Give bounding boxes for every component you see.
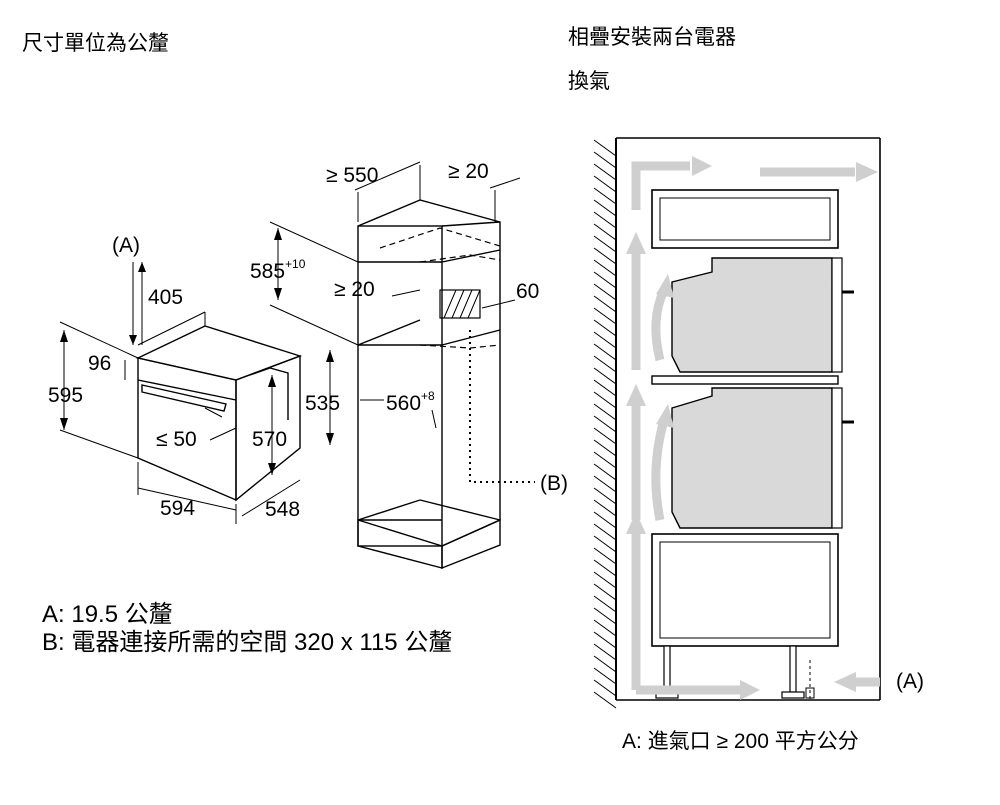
dim-ge-20-mid: ≥ 20	[334, 278, 375, 301]
base-cabinet	[651, 533, 839, 647]
vent-ref-a: (A)	[896, 670, 924, 693]
b-pointer	[469, 330, 535, 483]
middle-shelf	[651, 375, 839, 385]
dim-405: 405	[148, 286, 183, 309]
vent-footnote: A: 進氣口 ≥ 200 平方公分	[622, 730, 859, 753]
units-note: 尺寸單位為公釐	[22, 32, 169, 55]
cabinet-leg-right	[789, 645, 797, 693]
right-subtitle: 換氣	[568, 70, 610, 93]
dim-le-50: ≤ 50	[156, 428, 197, 451]
dim-585: 585+10	[250, 257, 306, 283]
cabinet-ref-b: (B)	[540, 472, 568, 495]
cabinet-plinth	[357, 519, 443, 569]
dim-ge-550: ≥ 550	[326, 164, 378, 187]
oven-side	[235, 354, 301, 502]
oven-ref-a: (A)	[112, 234, 140, 257]
legend-a: A: 19.5 公釐	[42, 601, 173, 628]
oven-handle-tab	[204, 407, 223, 418]
wall-hatching	[593, 139, 617, 709]
oven-handle	[141, 384, 227, 412]
oven-drawing: 405 (A) 96 595 ≤ 50 570 594 548	[48, 234, 303, 524]
right-title: 相疊安裝兩台電器	[568, 26, 736, 49]
cabinet-drawing: ≥ 550 ≥ 20 585+10 ≥ 20 60 535 560+8 (B)	[250, 160, 568, 570]
upper-oven	[671, 257, 833, 373]
legend-b: B: 電器連接所需的空間 320 x 115 公釐	[42, 629, 452, 656]
cabinet-front	[357, 225, 443, 547]
ventilation-drawing: (A) A: 進氣口 ≥ 200 平方公分	[593, 137, 924, 753]
dim-ge-20-top: ≥ 20	[448, 160, 489, 183]
cabinet-leg-left	[663, 645, 671, 693]
dim-570: 570	[252, 428, 287, 451]
dim-560: 560+8	[386, 389, 435, 415]
oven-top	[135, 325, 303, 381]
oven-rear-step	[249, 367, 289, 420]
oven-panel-line	[137, 379, 237, 401]
airflow-arrows	[626, 156, 880, 700]
dim-60: 60	[516, 280, 539, 303]
upper-cabinet	[651, 189, 839, 249]
dim-594: 594	[160, 497, 195, 520]
lower-oven	[671, 387, 833, 529]
dim-535: 535	[305, 392, 340, 415]
dim-595: 595	[48, 384, 83, 407]
cabinet-side	[357, 199, 501, 547]
dim-96: 96	[88, 352, 111, 375]
dim-548: 548	[265, 498, 300, 521]
